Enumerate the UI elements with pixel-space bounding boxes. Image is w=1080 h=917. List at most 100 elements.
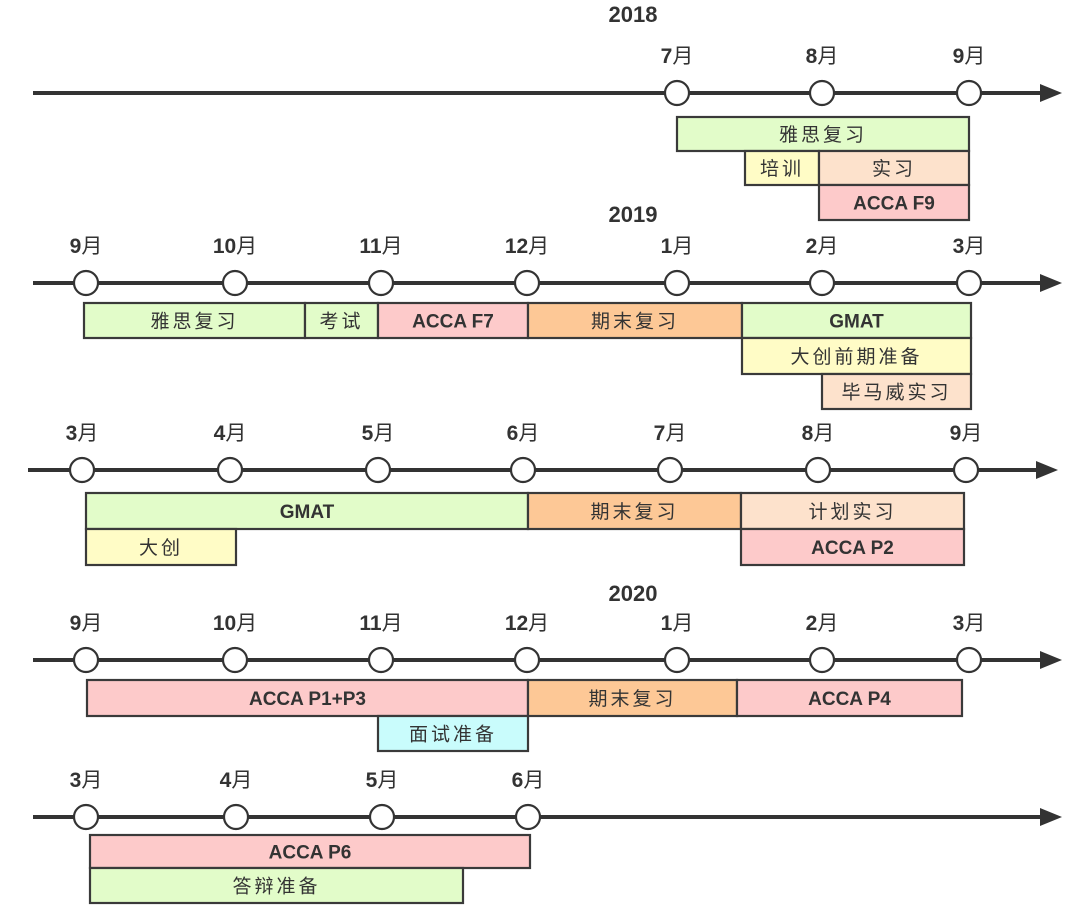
- month-label: 11月: [359, 611, 402, 635]
- activity-bar-rect: [376, 714, 530, 753]
- activity-bar: 实习: [817, 149, 971, 187]
- activity-bar-rect: [817, 183, 971, 222]
- month-marker: 2月: [806, 611, 838, 674]
- month-number: 7: [661, 45, 673, 68]
- month-marker: 3月: [953, 234, 986, 297]
- activity-bar-rect: [526, 678, 739, 718]
- activity-bar: ACCA P1+P3: [85, 678, 530, 718]
- activity-bar: 培训: [743, 149, 821, 187]
- month-marker: 9月: [70, 611, 102, 674]
- month-suffix: 月: [672, 234, 693, 258]
- month-marker: 4月: [214, 421, 247, 484]
- month-label: 8月: [802, 421, 835, 445]
- month-number: 9: [950, 422, 962, 445]
- month-node-icon: [68, 456, 96, 484]
- activity-label: GMAT: [280, 502, 335, 523]
- month-label: 4月: [220, 768, 253, 792]
- month-marker: 9月: [953, 44, 986, 107]
- month-label: 3月: [953, 234, 986, 258]
- year-label: 2018: [609, 2, 658, 27]
- activity-bar-rect: [88, 866, 465, 905]
- month-number: 3: [953, 235, 965, 258]
- month-suffix: 月: [81, 234, 102, 258]
- month-node-icon: [221, 269, 249, 297]
- month-suffix: 月: [236, 234, 257, 258]
- month-number: 8: [802, 422, 814, 445]
- month-number: 9: [70, 612, 82, 635]
- activity-bar-rect: [84, 527, 238, 567]
- month-node-icon: [952, 456, 980, 484]
- month-number: 4: [220, 769, 232, 792]
- month-label: 9月: [70, 234, 103, 258]
- month-node-icon: [808, 269, 836, 297]
- month-label: 4月: [214, 421, 247, 445]
- month-marker: 10月: [213, 611, 257, 674]
- activity-label: 期末复习: [588, 688, 676, 710]
- month-suffix: 月: [964, 234, 985, 258]
- month-suffix: 月: [672, 44, 693, 68]
- month-node-icon: [367, 646, 395, 674]
- month-marker: 7月: [661, 44, 693, 107]
- month-label: 6月: [507, 421, 540, 445]
- month-label: 9月: [953, 44, 986, 68]
- month-number: 5: [366, 769, 378, 792]
- activity-bar: 面试准备: [376, 714, 530, 753]
- month-number: 6: [507, 422, 519, 445]
- month-node-icon: [955, 646, 983, 674]
- month-marker: 12月: [505, 234, 549, 297]
- month-suffix: 月: [528, 611, 549, 635]
- month-number: 8: [806, 45, 818, 68]
- month-suffix: 月: [382, 234, 403, 258]
- month-suffix: 月: [523, 768, 544, 792]
- month-number: 10: [213, 612, 236, 635]
- month-label: 10月: [213, 611, 257, 635]
- month-number: 3: [66, 422, 78, 445]
- arrow-head-icon: [1040, 808, 1062, 826]
- arrow-head-icon: [1040, 651, 1062, 669]
- month-number: 10: [213, 235, 236, 258]
- month-node-icon: [513, 269, 541, 297]
- month-suffix: 月: [964, 611, 985, 635]
- month-marker: 12月: [505, 611, 549, 674]
- month-node-icon: [364, 456, 392, 484]
- month-marker: 10月: [213, 234, 257, 297]
- activity-bar-rect: [85, 678, 530, 718]
- month-number: 1: [661, 612, 673, 635]
- month-node-icon: [72, 646, 100, 674]
- activity-label: 培训: [760, 158, 804, 180]
- month-label: 5月: [366, 768, 399, 792]
- month-label: 8月: [806, 44, 839, 68]
- month-suffix: 月: [961, 421, 982, 445]
- activity-bar: ACCA P2: [739, 527, 966, 567]
- month-number: 9: [953, 45, 965, 68]
- month-node-icon: [656, 456, 684, 484]
- month-node-icon: [72, 269, 100, 297]
- activity-label: 期末复习: [591, 311, 679, 333]
- month-suffix: 月: [231, 768, 252, 792]
- month-marker: 8月: [806, 44, 839, 107]
- activity-bar-rect: [743, 149, 821, 187]
- activity-bar-rect: [739, 527, 966, 567]
- activity-bar: 期末复习: [526, 491, 743, 531]
- month-node-icon: [663, 646, 691, 674]
- month-node-icon: [221, 646, 249, 674]
- month-node-icon: [222, 803, 250, 831]
- activity-bar: 期末复习: [526, 301, 744, 340]
- month-marker: 11月: [359, 611, 403, 674]
- month-suffix: 月: [373, 421, 394, 445]
- month-suffix: 月: [382, 611, 403, 635]
- month-number: 7: [654, 422, 666, 445]
- month-label: 3月: [70, 768, 103, 792]
- activity-bar: 大创前期准备: [740, 336, 973, 376]
- month-suffix: 月: [377, 768, 398, 792]
- month-marker: 5月: [366, 768, 399, 831]
- month-number: 6: [512, 769, 524, 792]
- month-suffix: 月: [817, 234, 838, 258]
